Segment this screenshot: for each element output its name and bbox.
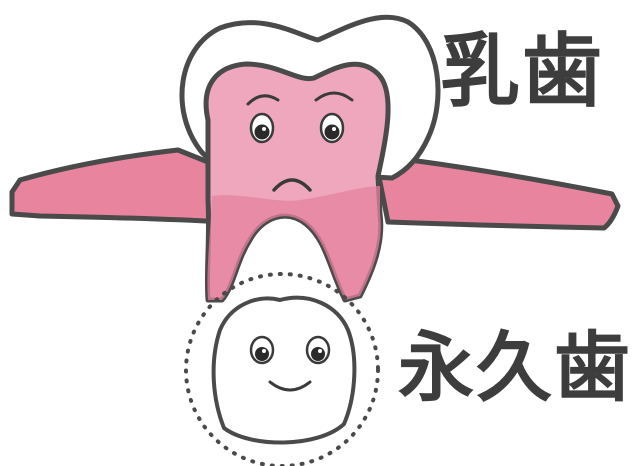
pupil-left	[255, 125, 270, 140]
pupil-right	[325, 125, 340, 140]
baby-tooth-label: 乳歯	[440, 32, 604, 112]
pupil-right	[311, 347, 325, 361]
permanent-tooth-bud	[214, 298, 355, 443]
permanent-tooth-label: 永久歯	[398, 330, 632, 406]
gum-right	[378, 160, 618, 228]
pupil-left	[255, 347, 269, 361]
gum-left	[12, 150, 228, 222]
